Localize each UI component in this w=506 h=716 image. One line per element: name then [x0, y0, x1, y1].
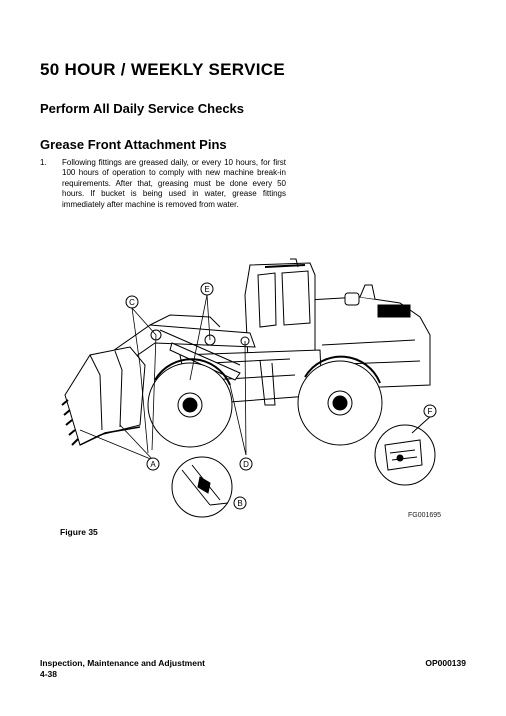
callout-d: D	[239, 457, 253, 471]
footer-page-number: 4-38	[40, 669, 58, 679]
footer-section-title: Inspection, Maintenance and Adjustment	[40, 658, 205, 668]
page-title: 50 HOUR / WEEKLY SERVICE	[40, 60, 285, 79]
detail-inset-f	[374, 414, 436, 486]
callout-a-label: A	[150, 460, 156, 469]
footer-doc-id: OP000139	[425, 658, 466, 668]
callout-e: E	[200, 282, 214, 296]
footer-left: Inspection, Maintenance and Adjustment 4…	[40, 658, 205, 680]
bucket	[61, 346, 146, 446]
section-heading-daily-checks: Perform All Daily Service Checks	[40, 101, 245, 116]
callout-d-label: D	[243, 460, 249, 469]
callout-f: F	[423, 404, 437, 418]
callout-b-label: B	[237, 499, 242, 508]
callout-c-label: C	[129, 298, 135, 307]
wheel-loader-illustration: A B C D E F	[61, 258, 437, 518]
step-number: 1.	[40, 158, 47, 167]
callout-c: C	[125, 295, 139, 309]
detail-inset-b	[171, 456, 233, 518]
callout-b: B	[233, 496, 247, 510]
callout-a: A	[146, 457, 160, 471]
step-text: Following fittings are greased daily, or…	[62, 158, 286, 209]
rear-wheel	[297, 355, 383, 446]
figure-caption: Figure 35	[60, 527, 98, 537]
figure-image-id: FG001695	[408, 512, 442, 519]
leader-lines	[79, 294, 247, 461]
section-heading-grease-pins: Grease Front Attachment Pins	[40, 137, 227, 152]
callout-f-label: F	[428, 407, 433, 416]
wheel-loader-figure: A B C D E F	[60, 255, 450, 520]
callout-e-label: E	[204, 285, 209, 294]
